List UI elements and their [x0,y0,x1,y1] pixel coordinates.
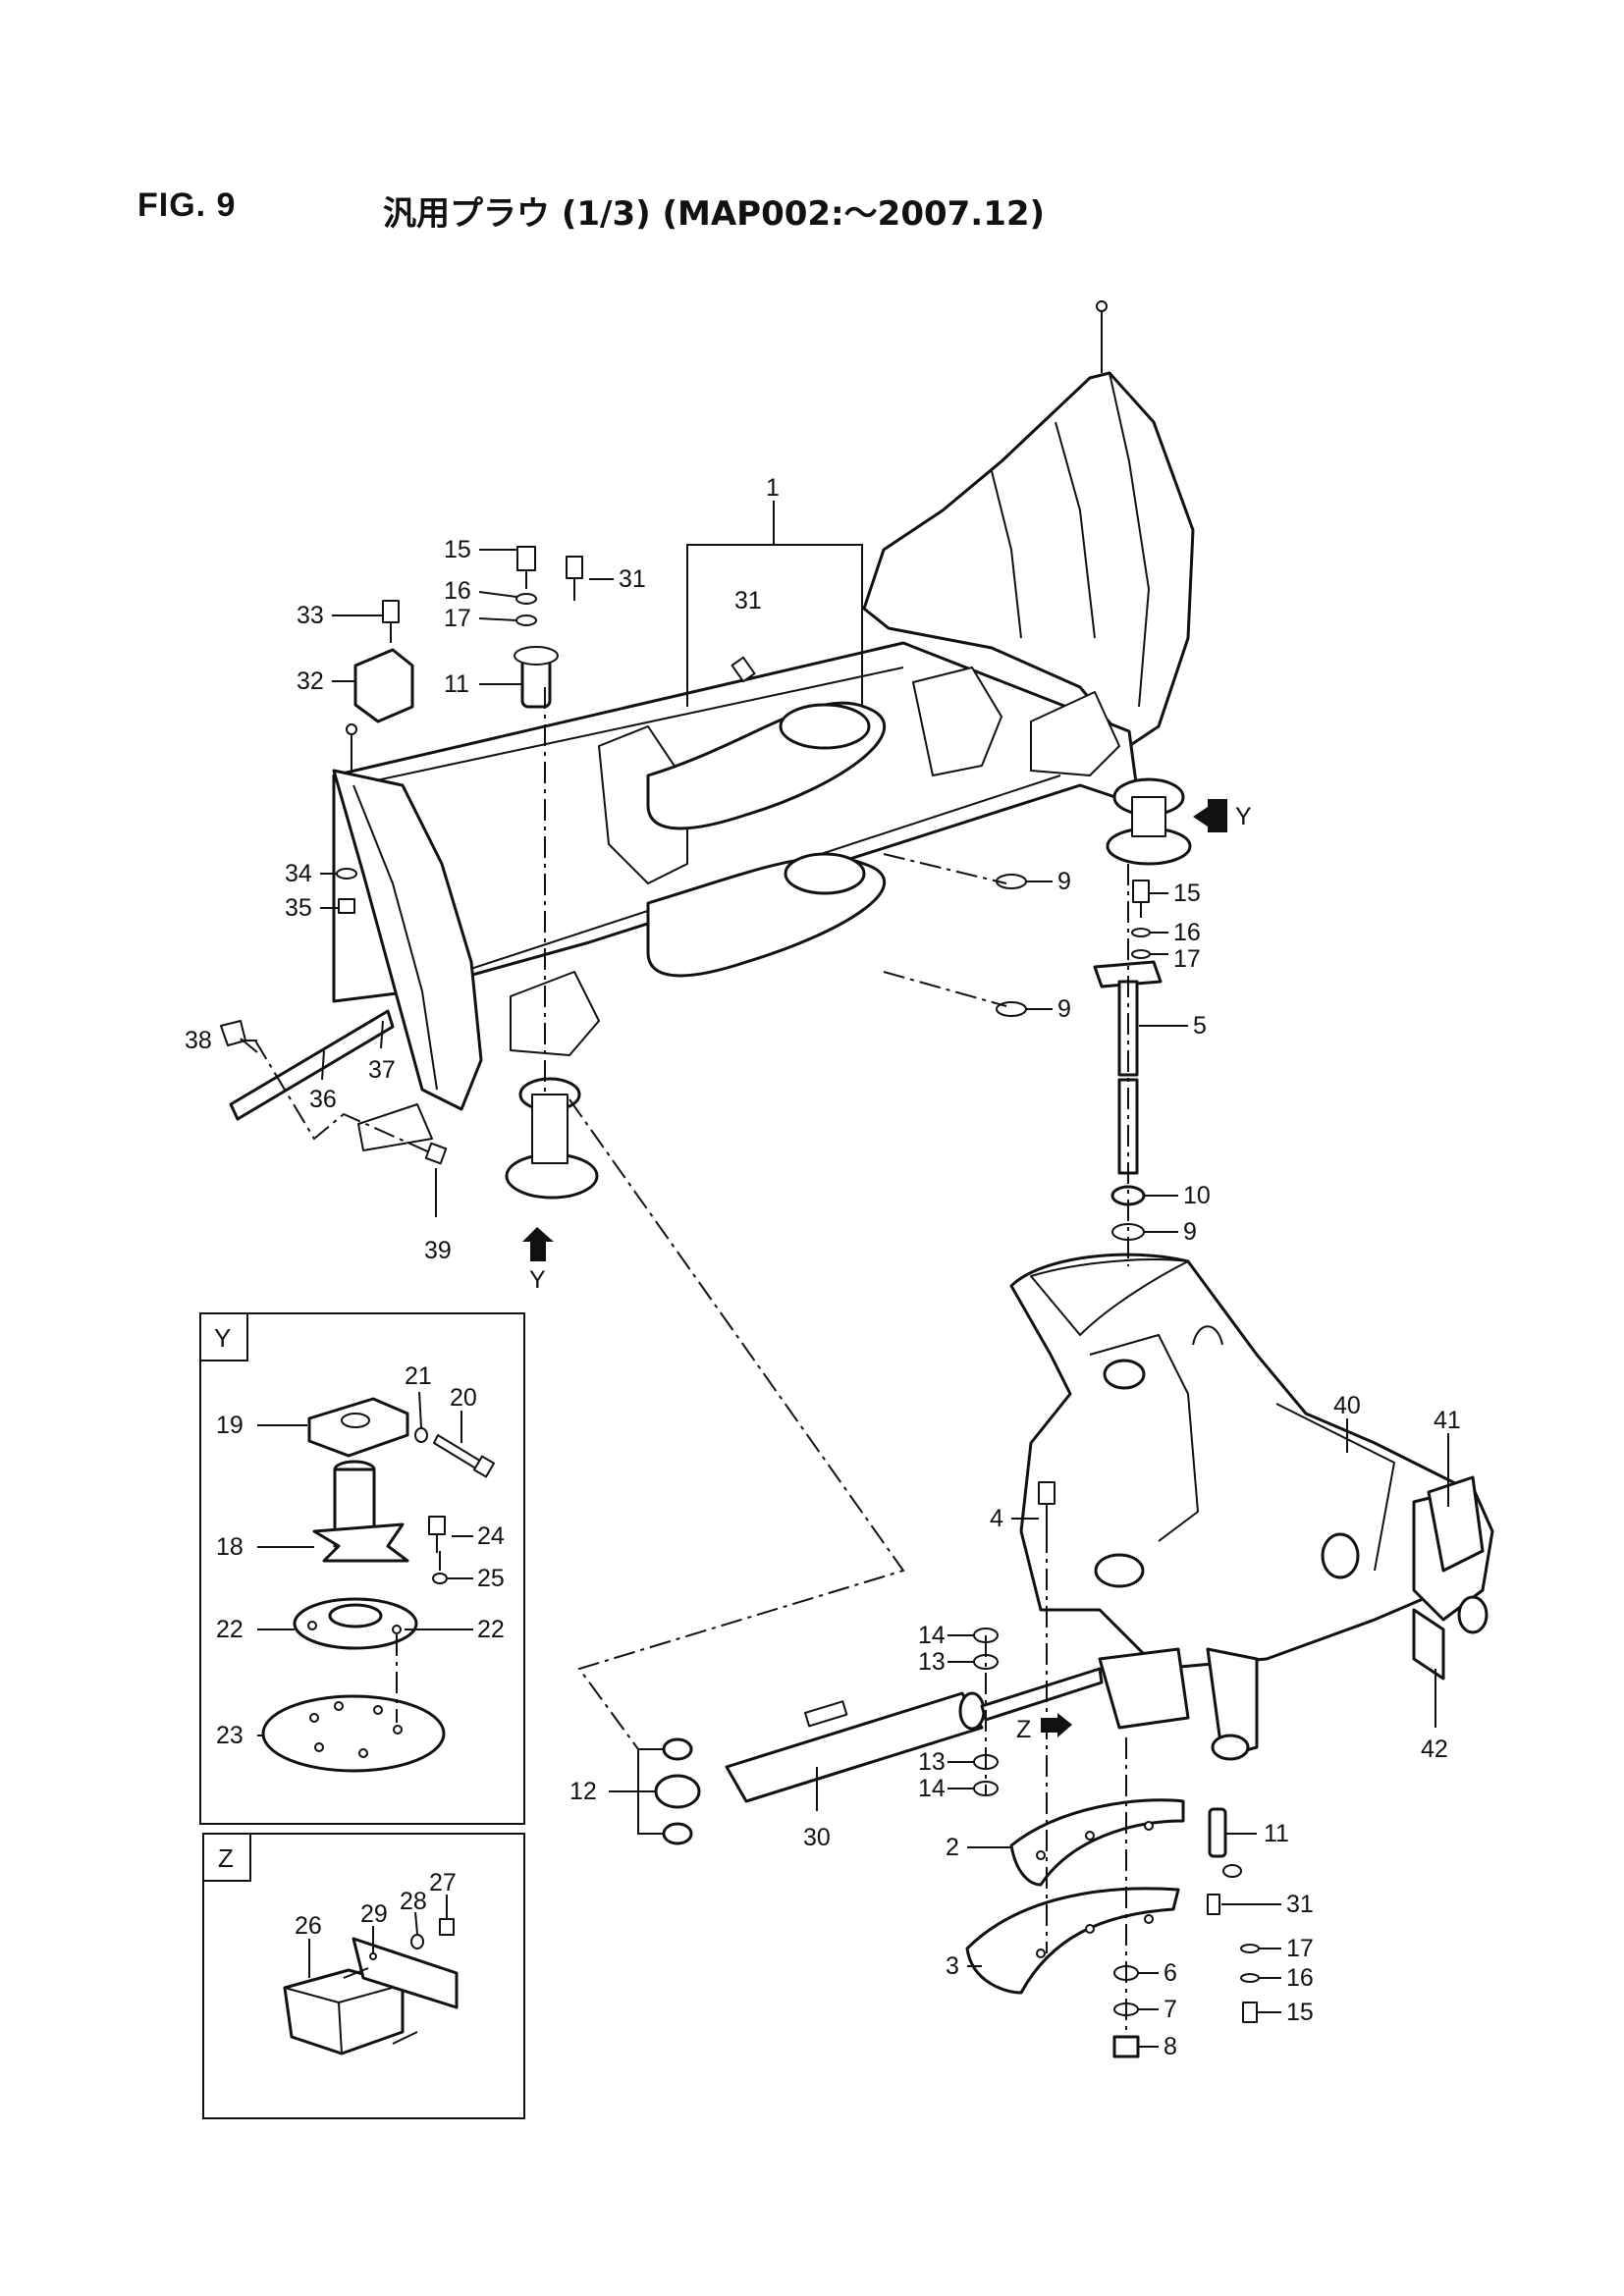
panel-y-callout-18: 18 [216,1533,244,1561]
panel-z-callout-29: 29 [360,1900,388,1928]
panel-y-tag-box [199,1312,248,1362]
callout-38: 38 [185,1027,212,1054]
callout-31-lower: 31 [1286,1891,1314,1918]
panel-y-callout-22-left: 22 [216,1616,244,1643]
callout-leaders [241,501,1449,2048]
callout-32: 32 [297,667,324,695]
panel-z-tag-box [202,1833,251,1882]
view-arrows [522,799,1227,1737]
figure-title: 汎用プラウ (1/3) (MAP002:〜2007.12) [383,194,1046,234]
detail-panel-y: Y [199,1312,525,1825]
callout-11-lower: 11 [1264,1820,1289,1847]
callout-15-top: 15 [444,536,471,563]
panel-y-callout-23: 23 [216,1722,244,1749]
callout-37: 37 [368,1056,396,1084]
callout-16-top: 16 [444,577,471,605]
callout-8: 8 [1164,2033,1177,2060]
callout-labels: 1 15 16 17 11 31 31 33 32 34 35 38 36 37… [185,474,1461,2060]
callout-5: 5 [1193,1012,1207,1040]
figure-header: FIG. 9 汎用プラウ (1/3) (MAP002:〜2007.12) [137,187,1414,236]
callout-1: 1 [766,474,780,502]
callout-14-lower: 14 [918,1775,946,1802]
callout-16-right: 16 [1173,919,1201,946]
callout-15-right: 15 [1173,880,1201,907]
panel-y-callout-19: 19 [216,1412,244,1439]
callout-39: 39 [424,1237,452,1264]
panel-y-callout-21: 21 [405,1362,432,1390]
callout-14-upper: 14 [918,1622,946,1649]
callout-13-lower: 13 [918,1748,946,1776]
callout-15-lower: 15 [1286,1999,1314,2026]
view-arrow-z-icon [1041,1713,1072,1737]
callout-6: 6 [1164,1959,1177,1987]
callout-42: 42 [1421,1735,1448,1763]
view-marker-y-bottom: Y [529,1266,546,1294]
callout-17-right: 17 [1173,945,1201,973]
callout-13-upper: 13 [918,1648,946,1676]
callout-35: 35 [285,894,312,922]
panel-y-callout-25: 25 [477,1565,505,1592]
callout-40: 40 [1333,1392,1361,1419]
callout-9-column: 9 [1183,1218,1197,1246]
figure-number: FIG. 9 [137,187,237,224]
callout-9-upper: 9 [1057,868,1071,895]
segment-plates [965,1798,1185,1995]
panel-y-tag: Y [214,1323,231,1353]
panel-z-tag: Z [218,1843,234,1873]
callout-17-top: 17 [444,605,471,632]
panel-z-callout-26: 26 [295,1912,322,1940]
callout-16-lower: 16 [1286,1964,1314,1992]
callout-12: 12 [569,1778,597,1805]
callout-17-lower: 17 [1286,1935,1314,1962]
callout-10: 10 [1183,1182,1211,1209]
callout-34: 34 [285,860,312,887]
panel-z-callout-28: 28 [400,1888,427,1915]
view-marker-y-right: Y [1235,803,1252,830]
callout-30: 30 [803,1824,831,1851]
a-frame-assembly [1009,1253,1494,1761]
small-hardware [220,546,1260,2058]
view-marker-z: Z [1016,1716,1031,1743]
panel-y-callout-24: 24 [477,1522,505,1550]
callout-3: 3 [946,1952,959,1980]
panel-y-callout-22-right: 22 [477,1616,505,1643]
callout-41: 41 [1434,1407,1461,1434]
callout-9-lower: 9 [1057,995,1071,1023]
centerlines [254,687,1129,2037]
callout-31-top-center: 31 [734,587,762,614]
callout-2: 2 [946,1834,959,1861]
plow-blade-assembly [229,300,1195,1200]
view-arrow-y-bottom-icon [522,1227,554,1261]
panel-y-callout-20: 20 [450,1384,477,1412]
callout-7: 7 [1164,1996,1177,2023]
callout-33: 33 [297,602,324,629]
view-arrow-y-right-icon [1193,799,1227,832]
callout-31-top-left: 31 [619,565,646,593]
callout-36: 36 [309,1086,337,1113]
callout-4: 4 [990,1505,1003,1532]
panel-z-callout-27: 27 [429,1869,457,1896]
hydraulic-cylinder [654,1667,1104,1809]
detail-panel-z: Z 27 28 29 26 [202,1833,525,2119]
callout-11-top: 11 [444,670,469,698]
